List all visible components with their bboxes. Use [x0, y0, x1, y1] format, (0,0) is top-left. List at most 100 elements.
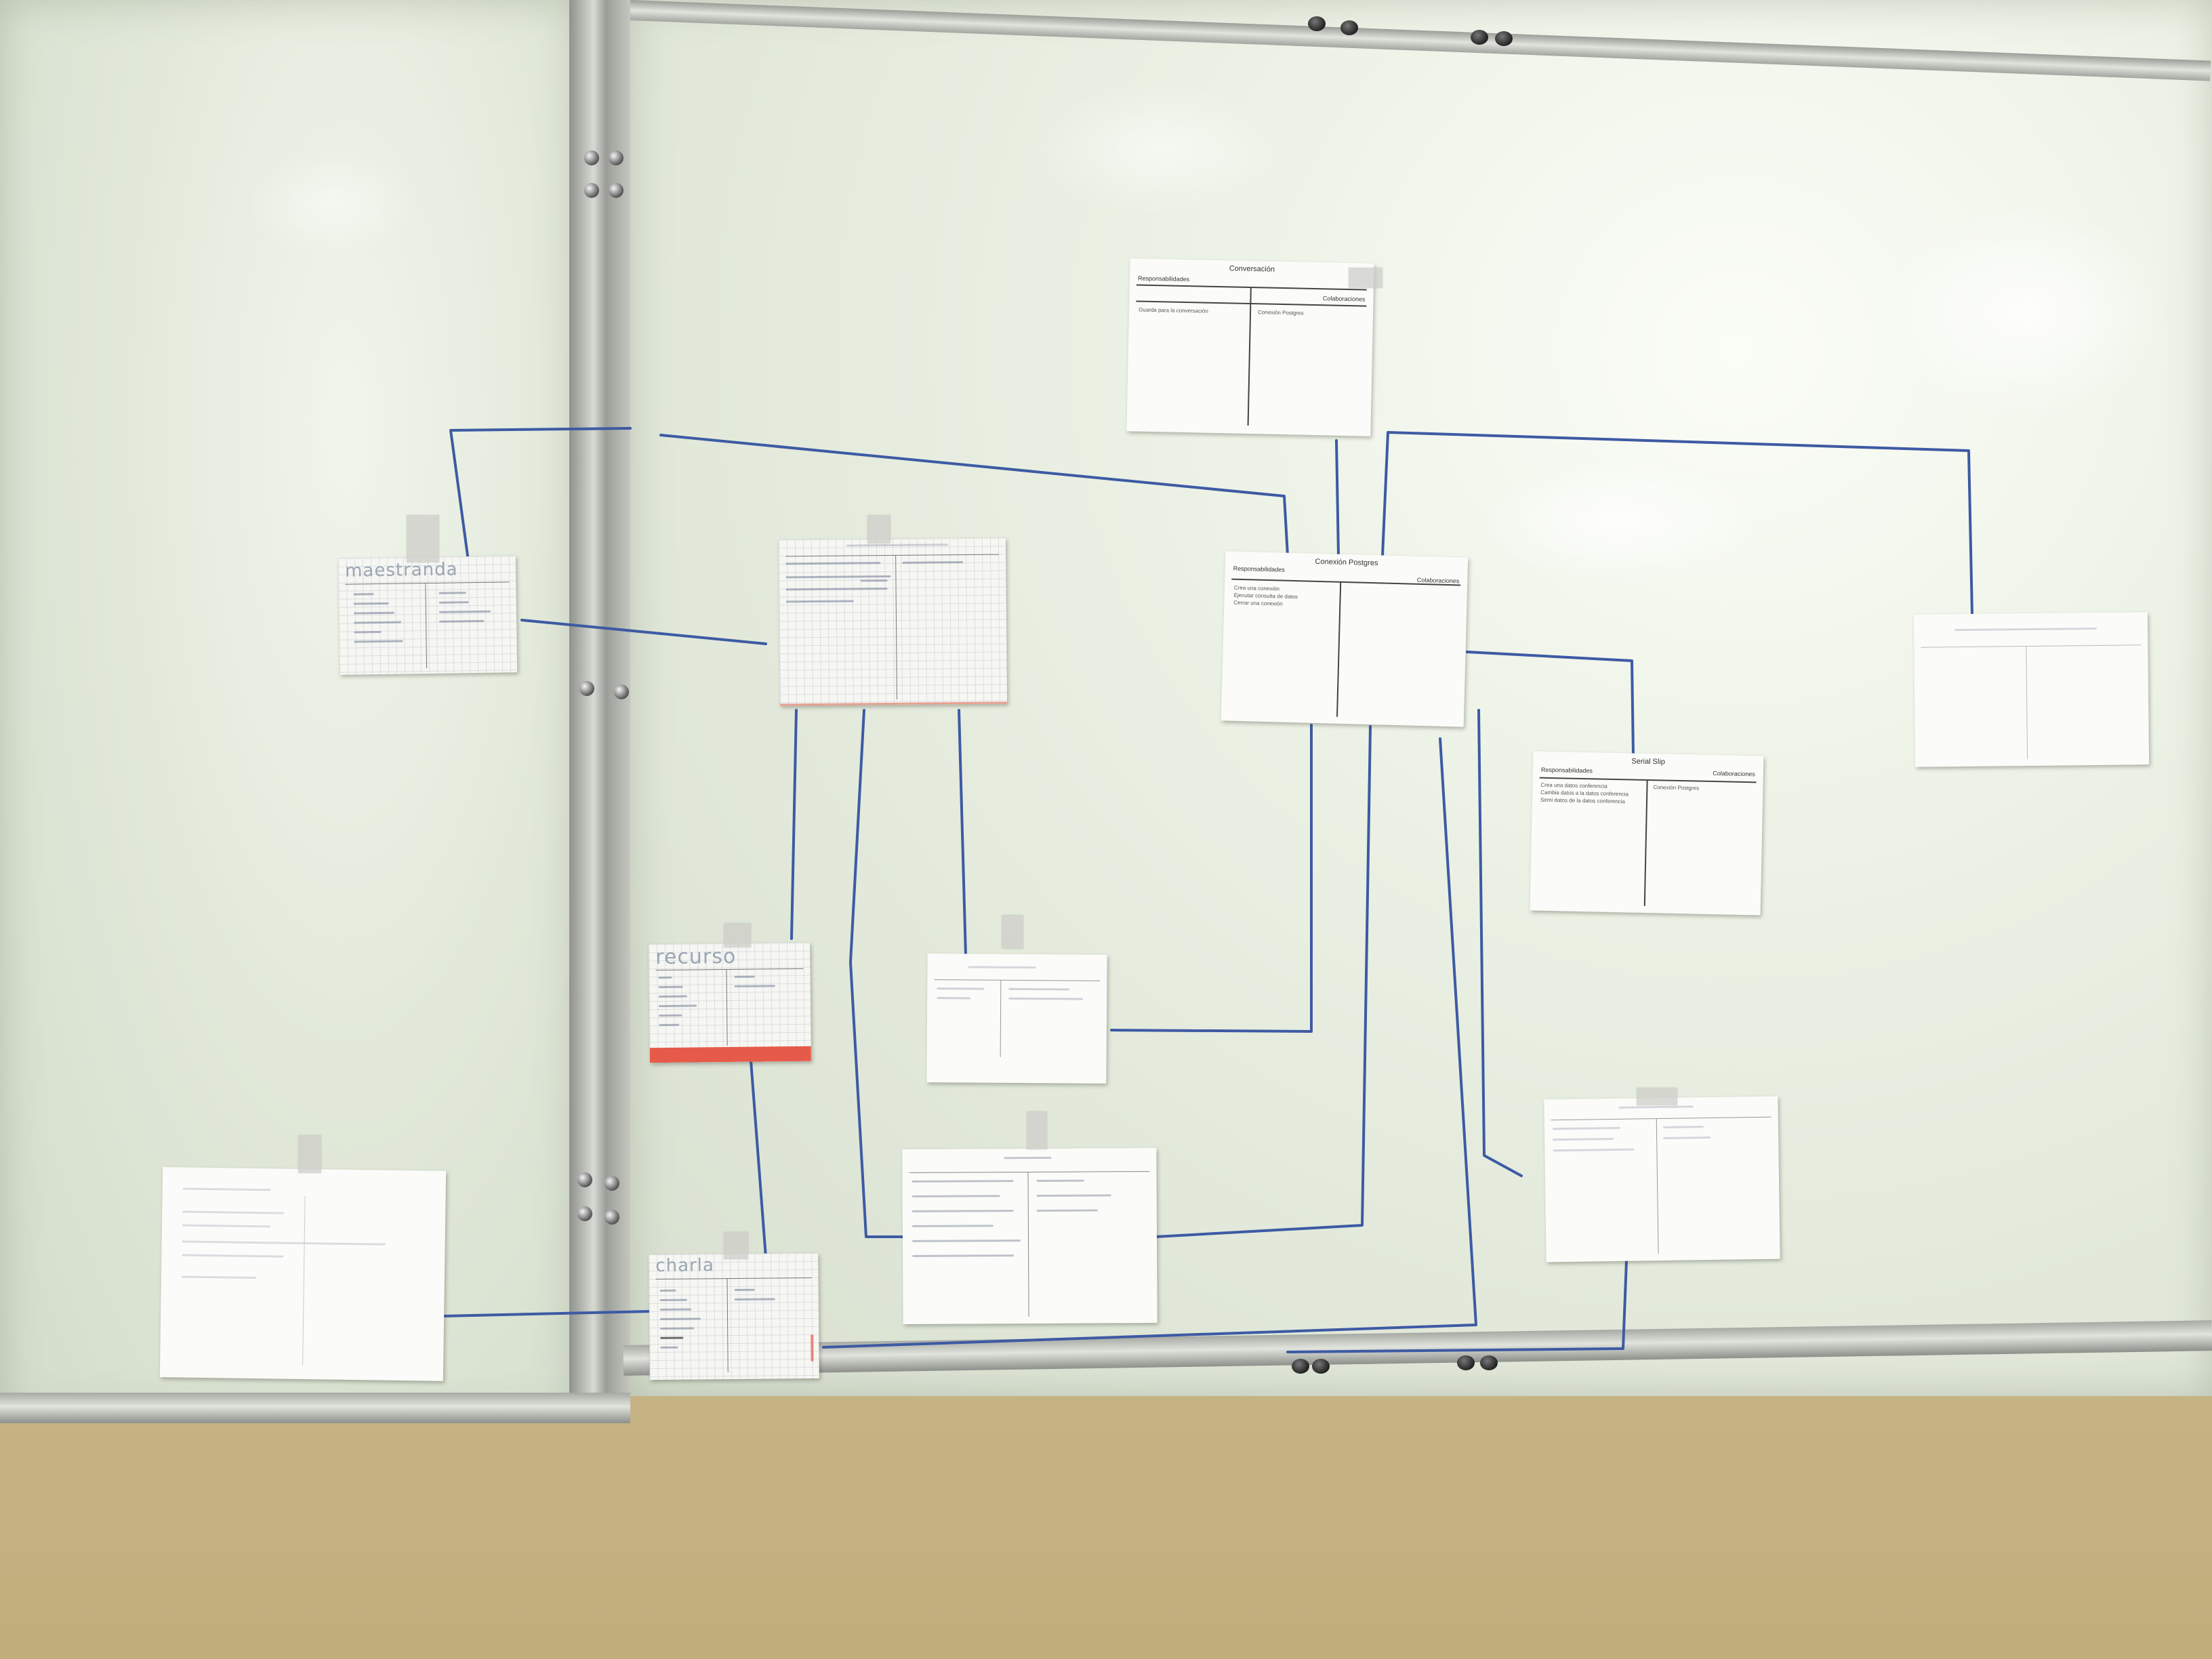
connector-line — [1286, 1259, 1628, 1353]
handwriting-stroke — [659, 1004, 697, 1008]
connector-line — [659, 434, 1289, 557]
tape — [1002, 915, 1023, 949]
magnet — [1308, 16, 1326, 31]
crc-card-bottom-center — [902, 1148, 1158, 1324]
tape — [724, 1232, 748, 1259]
handwriting-stroke — [354, 621, 402, 624]
handwriting-stroke — [912, 1180, 1014, 1183]
frame-bolt — [579, 681, 594, 696]
frame-bolt — [609, 183, 623, 198]
card-right-heading: Colaboraciones — [1713, 770, 1755, 778]
card-divider — [934, 979, 1101, 981]
card-divider — [726, 969, 728, 1046]
card-divider — [1921, 644, 2142, 648]
crc-card-serial-slip: Serial Slip Responsabilidades Colaboraci… — [1530, 751, 1764, 916]
handwriting-stroke — [1662, 1126, 1704, 1128]
handwriting-stroke — [660, 1327, 695, 1330]
light-glare — [244, 149, 420, 258]
handwriting-stroke — [1008, 987, 1070, 991]
card-right-text: Conexión Postgres — [1257, 309, 1304, 316]
card-handwritten-title: maestranda — [344, 559, 458, 581]
connector-line — [1381, 431, 1973, 615]
card-divider — [425, 583, 428, 669]
magnet — [1471, 30, 1488, 45]
handwriting-stroke — [912, 1240, 1021, 1242]
handwriting-stroke — [785, 588, 888, 591]
handwriting-stroke — [734, 975, 755, 978]
card-left-heading: Responsabilidades — [1540, 766, 1593, 775]
magnet — [1480, 1355, 1498, 1370]
crc-card-bottom-left — [159, 1167, 447, 1381]
tape — [407, 515, 439, 562]
handwriting-stroke — [734, 985, 775, 987]
card-left-text: Guarda para la conversación — [1139, 306, 1208, 314]
card-divider — [345, 581, 510, 585]
handwriting-stroke — [1954, 627, 2097, 632]
handwriting-stroke — [1663, 1136, 1711, 1139]
handwriting-stroke — [658, 985, 683, 989]
crc-card-conversacion: Conversación Responsabilidades Colaborac… — [1126, 258, 1374, 436]
crc-card-maestranda: maestranda — [337, 556, 518, 675]
crc-card-recurso: recurso — [649, 942, 811, 1063]
board-frame-divider — [569, 0, 630, 1423]
connector-line — [449, 427, 632, 557]
crc-card-center-mid — [926, 954, 1107, 1084]
handwriting-stroke — [1618, 1105, 1694, 1109]
handwriting-stroke — [846, 544, 949, 547]
card-handwritten-title: recurso — [655, 944, 737, 970]
tape — [1349, 268, 1382, 288]
frame-bolt — [577, 1172, 592, 1187]
handwriting-stroke — [734, 1288, 755, 1291]
tape — [1637, 1088, 1677, 1105]
frame-bolt — [614, 684, 629, 699]
magnet — [1457, 1355, 1475, 1370]
crc-card-grid-center-left — [778, 537, 1008, 706]
handwriting-stroke — [660, 1317, 701, 1320]
handwriting-stroke — [438, 610, 491, 613]
connector-line — [443, 1310, 652, 1317]
frame-bolt — [584, 150, 599, 165]
handwriting-stroke — [968, 966, 1036, 969]
card-red-edge — [811, 1334, 814, 1362]
handwriting-stroke — [438, 601, 469, 604]
handwriting-stroke — [912, 1195, 1000, 1197]
magnet — [1292, 1359, 1309, 1374]
handwriting-stroke — [658, 995, 687, 998]
connector-line — [958, 709, 967, 957]
handwriting-stroke — [902, 561, 964, 564]
handwriting-stroke — [912, 1254, 1015, 1257]
handwriting-stroke — [734, 1298, 775, 1300]
connector-line — [750, 1059, 767, 1258]
tape — [1027, 1111, 1047, 1149]
handwriting-stroke — [937, 987, 985, 990]
handwriting-stroke — [353, 593, 374, 596]
card-divider — [895, 554, 897, 699]
handwriting-stroke — [1552, 1126, 1620, 1130]
handwriting-stroke — [182, 1254, 284, 1258]
frame-bolt — [609, 150, 623, 165]
handwriting-stroke — [658, 976, 672, 979]
handwriting-stroke — [1553, 1148, 1635, 1152]
tape — [724, 923, 751, 947]
handwriting-stroke — [937, 997, 971, 1000]
crc-card-conexion-postgres: Conexión Postgres Responsabilidades Cola… — [1221, 551, 1469, 727]
card-divider — [785, 554, 1000, 557]
handwriting-stroke — [785, 575, 891, 579]
handwriting-stroke — [785, 562, 881, 565]
card-divider — [655, 1277, 812, 1280]
crc-card-charla: charla — [649, 1252, 819, 1380]
card-right-text: Conexión Postgres — [1653, 784, 1700, 792]
handwriting-stroke — [1036, 1209, 1098, 1212]
magnet — [1312, 1359, 1330, 1374]
handwriting-stroke — [354, 630, 382, 634]
handwriting-stroke — [353, 611, 394, 615]
handwriting-stroke — [660, 1346, 678, 1349]
card-divider — [1336, 581, 1342, 717]
frame-bolt — [584, 183, 599, 198]
connector-line — [520, 619, 767, 645]
card-divider — [1656, 1118, 1659, 1254]
card-left-text: Crea una datos conferencia Cambia datos … — [1540, 781, 1629, 805]
handwriting-stroke — [182, 1210, 285, 1214]
handwriting-stroke — [182, 1187, 271, 1191]
connector-line — [1335, 439, 1340, 557]
